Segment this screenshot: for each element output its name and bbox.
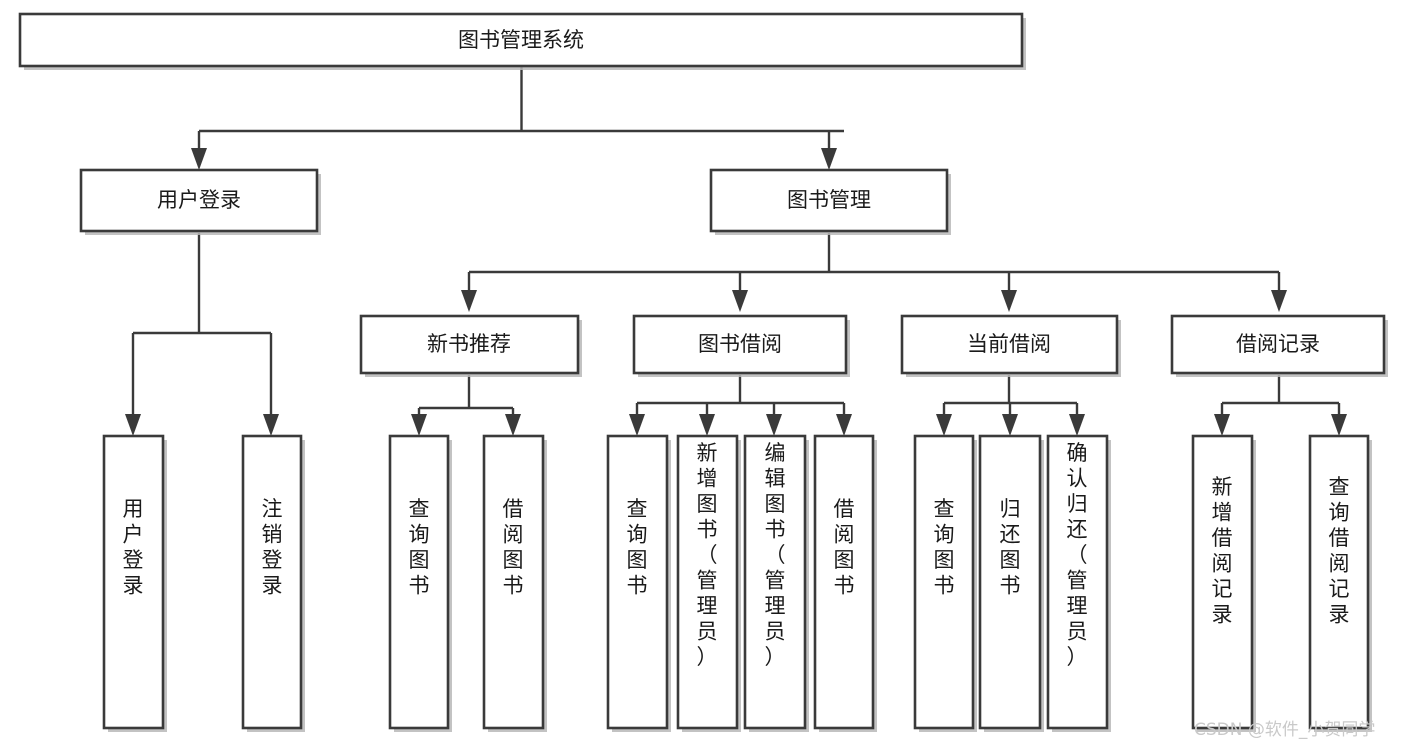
arrowhead-leaf-add-record: [1214, 414, 1230, 436]
node-leaf-query-record[interactable]: 查询借阅记录: [1308, 434, 1372, 732]
node-leaf-add-book[interactable]: 新增图书（管理员）: [676, 434, 741, 732]
arrowhead-borrowrecord: [1271, 290, 1287, 312]
node-leaf-add-book-rect[interactable]: [676, 434, 739, 730]
connector-layer: [125, 67, 1347, 436]
arrowhead-newbook: [461, 290, 477, 312]
node-user-login-label: 用户登录: [157, 188, 241, 212]
watermark-text: CSDN @软件_小贺同学: [1194, 720, 1375, 740]
node-leaf-user-login-rect[interactable]: [102, 434, 165, 730]
node-borrow-record-rect[interactable]: [1170, 314, 1386, 375]
arrowhead-leaf-user-login: [125, 414, 141, 436]
arrowhead-leaf-query-book-3: [936, 414, 952, 436]
node-current-borrow-rect[interactable]: [900, 314, 1119, 375]
node-leaf-return-book[interactable]: 归还图书: [978, 434, 1044, 732]
node-book-manage[interactable]: 图书管理: [709, 168, 951, 235]
node-leaf-add-record-rect[interactable]: [1191, 434, 1254, 730]
node-root-label: 图书管理系统: [458, 28, 584, 52]
node-leaf-query-book-1[interactable]: 查询图书: [388, 434, 452, 732]
node-book-manage-label: 图书管理: [787, 188, 871, 212]
node-leaf-user-logout[interactable]: 注销登录: [241, 434, 305, 732]
node-leaf-user-login-label: 用户登录: [123, 497, 144, 598]
node-leaf-query-book-2-label: 查询图书: [627, 497, 648, 598]
node-leaf-edit-book-label: 编辑图书（管理员）: [765, 441, 786, 669]
node-leaf-borrow-book-2-rect[interactable]: [813, 434, 875, 730]
arrowhead-leaf-return-book: [1002, 414, 1018, 436]
arrowhead-currentborrow: [1001, 290, 1017, 312]
node-leaf-borrow-book-1-rect[interactable]: [482, 434, 545, 730]
node-book-borrow-rect[interactable]: [632, 314, 848, 375]
node-leaf-user-login[interactable]: 用户登录: [102, 434, 167, 732]
arrowhead-leaf-edit-book: [766, 414, 782, 436]
arrowhead-leaf-add-book: [699, 414, 715, 436]
node-leaf-query-book-3[interactable]: 查询图书: [913, 434, 977, 732]
node-leaf-query-book-1-rect[interactable]: [388, 434, 450, 730]
arrowhead-bookborrow: [732, 290, 748, 312]
node-borrow-record-label: 借阅记录: [1236, 332, 1320, 356]
node-book-manage-rect[interactable]: [709, 168, 949, 233]
node-leaf-confirm-return[interactable]: 确认归还（管理员）: [1046, 434, 1111, 732]
node-leaf-query-book-2[interactable]: 查询图书: [606, 434, 671, 732]
node-leaf-confirm-return-rect[interactable]: [1046, 434, 1109, 730]
node-leaf-user-logout-label: 注销登录: [262, 497, 283, 598]
node-leaf-query-record-label: 查询借阅记录: [1329, 475, 1350, 627]
node-leaf-edit-book-rect[interactable]: [743, 434, 807, 730]
node-current-borrow-label: 当前借阅: [967, 332, 1051, 356]
node-leaf-borrow-book-2-label: 借阅图书: [834, 497, 855, 598]
node-leaf-borrow-book-1-label: 借阅图书: [503, 497, 524, 598]
node-leaf-query-book-3-rect[interactable]: [913, 434, 975, 730]
node-leaf-query-book-2-rect[interactable]: [606, 434, 669, 730]
arrowhead-leaf-borrow-book-2: [836, 414, 852, 436]
node-leaf-borrow-book-2[interactable]: 借阅图书: [813, 434, 877, 732]
node-user-login-rect[interactable]: [79, 168, 319, 233]
node-leaf-add-book-label: 新增图书（管理员）: [697, 441, 718, 669]
node-leaf-query-record-rect[interactable]: [1308, 434, 1370, 730]
arrowhead-leaf-confirm-return: [1069, 414, 1085, 436]
node-leaf-return-book-rect[interactable]: [978, 434, 1042, 730]
arrowhead-leaf-query-record: [1331, 414, 1347, 436]
node-new-book-recommend[interactable]: 新书推荐: [359, 314, 582, 377]
node-leaf-query-book-3-label: 查询图书: [934, 497, 955, 598]
node-leaf-user-logout-rect[interactable]: [241, 434, 303, 730]
node-root-rect[interactable]: [18, 12, 1024, 68]
arrowhead-leaf-query-book-1: [411, 414, 427, 436]
node-leaf-confirm-return-label: 确认归还（管理员）: [1067, 441, 1088, 669]
node-leaf-borrow-book-1[interactable]: 借阅图书: [482, 434, 547, 732]
node-leaf-query-book-1-label: 查询图书: [409, 497, 430, 598]
node-user-login[interactable]: 用户登录: [79, 168, 321, 235]
node-leaf-add-record-label: 新增借阅记录: [1212, 475, 1233, 627]
node-current-borrow[interactable]: 当前借阅: [900, 314, 1121, 377]
arrowhead-leaf-user-logout: [263, 414, 279, 436]
node-book-borrow[interactable]: 图书借阅: [632, 314, 850, 377]
arrowhead-userlogin: [191, 148, 207, 170]
arrowhead-leaf-query-book-2: [629, 414, 645, 436]
arrowhead-leaf-borrow-book-1: [505, 414, 521, 436]
node-book-borrow-label: 图书借阅: [698, 332, 782, 356]
node-new-book-recommend-label: 新书推荐: [427, 332, 511, 356]
arrowhead-bookmanage: [821, 148, 837, 170]
node-root[interactable]: 图书管理系统: [18, 12, 1026, 70]
node-leaf-return-book-label: 归还图书: [1000, 497, 1021, 598]
node-borrow-record[interactable]: 借阅记录: [1170, 314, 1388, 377]
node-leaf-edit-book[interactable]: 编辑图书（管理员）: [743, 434, 809, 732]
node-new-book-recommend-rect[interactable]: [359, 314, 580, 375]
node-leaf-add-record[interactable]: 新增借阅记录: [1191, 434, 1256, 732]
